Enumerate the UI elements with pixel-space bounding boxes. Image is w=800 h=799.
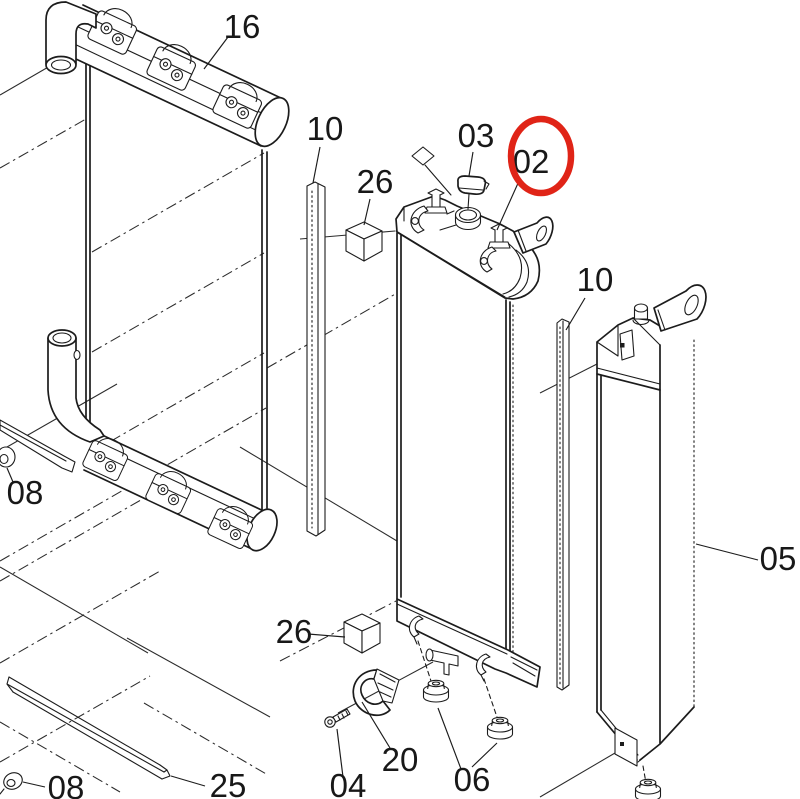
filler-cap-03-drawing (457, 175, 490, 210)
highlight-circle-02 (507, 115, 575, 197)
callout-10-left-label: 10 (307, 110, 344, 147)
grommet-06-a-drawing (422, 679, 450, 703)
grommet-08-bottom-drawing (0, 772, 23, 795)
seal-bar-left-partial (0, 419, 76, 473)
callout-04-label: 04 (330, 767, 367, 799)
callout-03-label: 03 (458, 117, 495, 154)
callout-05-label: 05 (760, 540, 797, 577)
seal-strip-10-left-drawing (306, 181, 326, 537)
seal-bar-25-drawing (6, 676, 171, 780)
callout-20-label: 20 (382, 741, 419, 778)
radiator-assembly-16-drawing (0, 0, 398, 562)
callout-26-lower-label: 26 (276, 613, 313, 650)
callout-08-left-label: 08 (7, 474, 44, 511)
oil-cooler-05-drawing (596, 284, 707, 784)
callout-16-label: 16 (224, 8, 261, 45)
callout-10-right-label: 10 (577, 261, 614, 298)
callout-02-label: 02 (513, 143, 550, 180)
diamond-marker (411, 146, 452, 196)
grommet-06-b-drawing (486, 716, 514, 740)
callout-25-label: 25 (210, 767, 247, 799)
sponge-block-26-lower-drawing (343, 613, 381, 654)
callout-labels: 16 10 26 03 02 10 05 08 26 25 04 20 06 0… (7, 8, 797, 799)
callout-08-bottom-label: 08 (48, 769, 85, 799)
bolt-04-drawing (324, 708, 351, 728)
sponge-block-26-upper-drawing (345, 221, 383, 262)
callout-06-label: 06 (454, 761, 491, 798)
callout-26-upper-label: 26 (357, 163, 394, 200)
grommet-08-left (0, 446, 16, 468)
seal-strip-10-right-drawing (556, 318, 570, 691)
radiator-02-drawing (337, 175, 554, 721)
callout-leader-lines (6, 36, 759, 798)
grommet-05-bottom-drawing (634, 778, 662, 799)
